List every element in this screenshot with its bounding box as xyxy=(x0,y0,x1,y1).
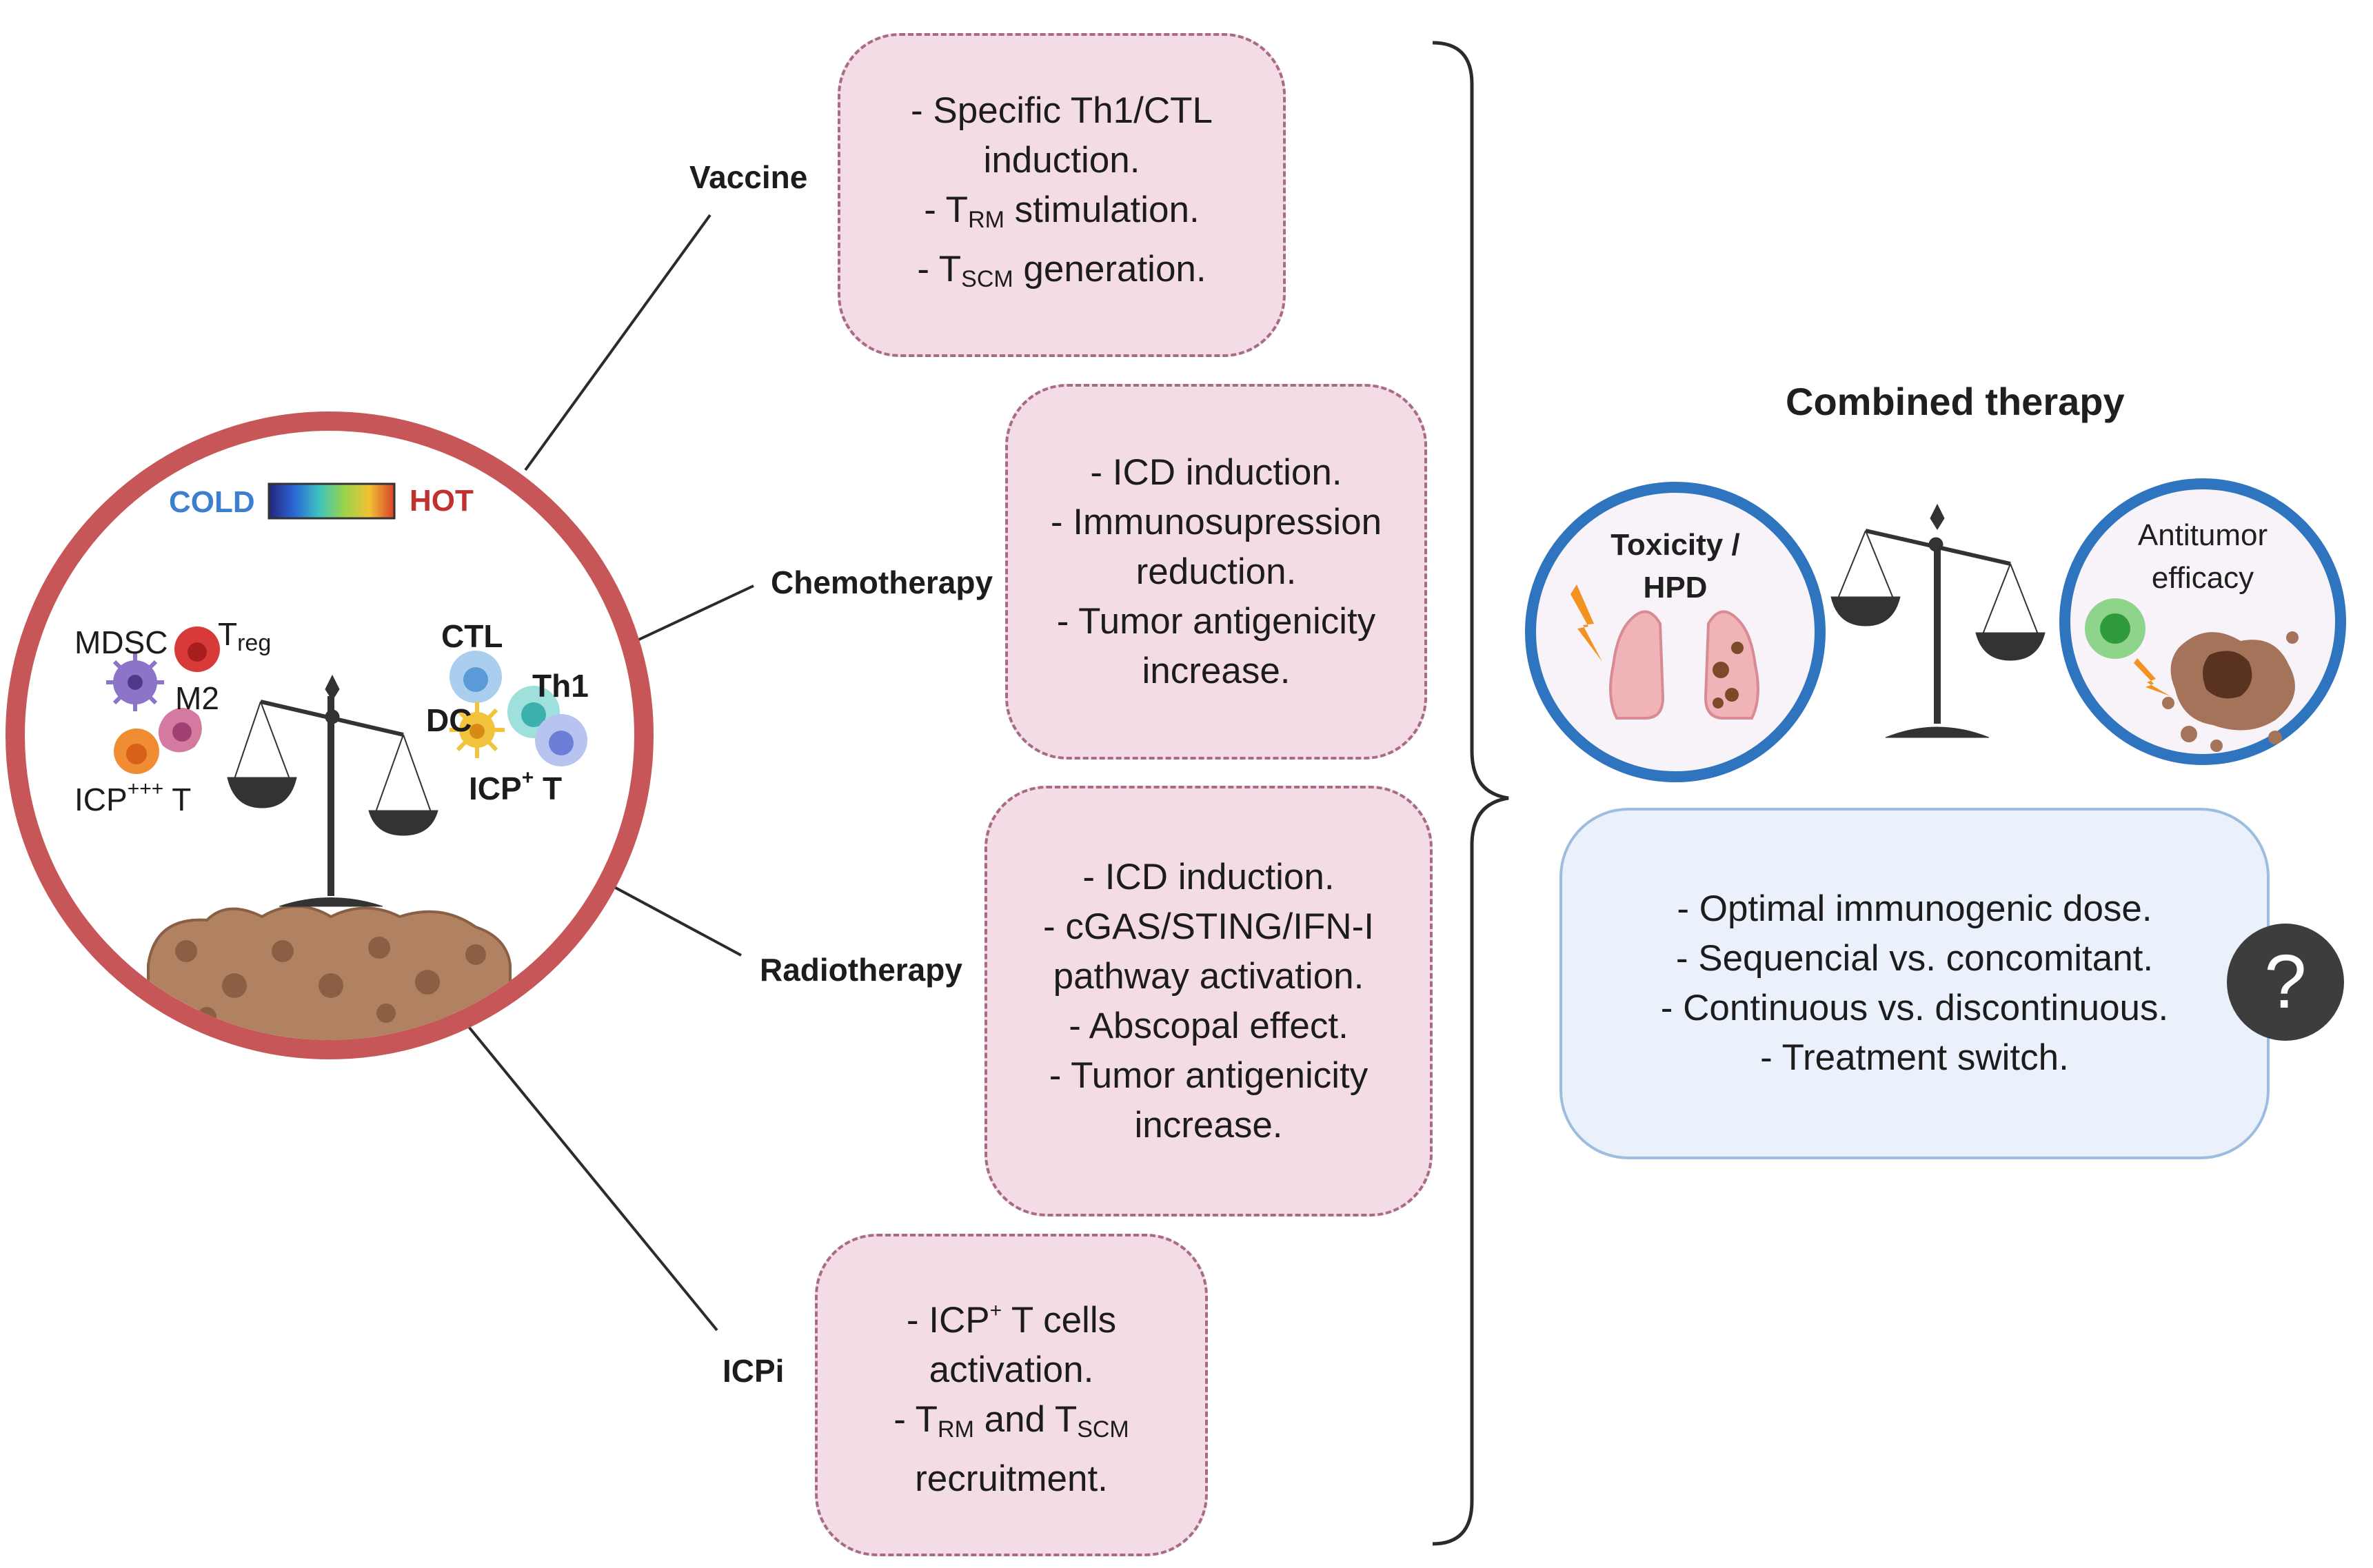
icpi-effect-line: activation. xyxy=(929,1350,1094,1390)
tumor-cell-cluster-icon xyxy=(2162,631,2299,752)
dendritic-cell-icon xyxy=(450,702,505,758)
treg-cell-icon xyxy=(174,627,220,672)
vaccine-tscm-line: - TSCM generation. xyxy=(917,249,1206,292)
mdsc-cell-icon xyxy=(106,653,164,711)
connector-chemotherapy xyxy=(632,584,754,644)
vaccine-effect-line: - Specific Th1/CTL xyxy=(911,90,1213,131)
th1-label: Th1 xyxy=(532,668,589,704)
hot-label: HOT xyxy=(410,484,474,518)
radiotherapy-effect-line: - Abscopal effect. xyxy=(1069,1005,1349,1046)
healthy-lung-icon xyxy=(1609,610,1665,720)
antitumor-efficacy-label: Antitumor efficacy xyxy=(2137,518,2268,595)
therapy-label-chemotherapy: Chemotherapy xyxy=(771,564,993,600)
attack-lightning-icon xyxy=(2134,658,2170,696)
m2-label: M2 xyxy=(175,680,219,716)
icp-high-t-label: ICP+++ T xyxy=(74,777,192,817)
treg-label: Treg xyxy=(218,616,272,656)
dc-label: DC xyxy=(426,702,472,738)
m2-macrophage-icon xyxy=(158,708,202,753)
icp-positive-t-cell-icon xyxy=(535,714,587,766)
toxicity-circle xyxy=(1525,482,1826,782)
tumor-microenvironment-circle xyxy=(6,411,654,1059)
consideration-item: - Treatment switch. xyxy=(1760,1037,2069,1078)
icpi-effects-box: - ICP+ T cells activation. - TRM and TSC… xyxy=(815,1234,1208,1556)
therapy-label-icpi: ICPi xyxy=(723,1353,785,1389)
chemotherapy-effect-line: - ICD induction. xyxy=(1090,451,1342,493)
toxicity-label: Toxicity / HPD xyxy=(1610,528,1740,604)
question-mark-icon: ? xyxy=(2227,924,2344,1041)
radiotherapy-effect-line: - ICD induction. xyxy=(1082,856,1335,897)
t-cell-icon xyxy=(2085,598,2145,659)
connector-icpi xyxy=(467,1026,718,1332)
chemotherapy-effect-line: increase. xyxy=(1142,650,1291,691)
icpi-effect-line: - ICP+ T cells xyxy=(906,1299,1117,1341)
icp-high-t-cell-icon xyxy=(114,729,159,774)
radiotherapy-effect-line: increase. xyxy=(1134,1104,1283,1146)
lightning-icon xyxy=(1571,584,1602,662)
chemotherapy-effects-box: - ICD induction. - Immunosupression redu… xyxy=(1005,384,1427,760)
chemotherapy-effect-line: reduction. xyxy=(1135,551,1297,592)
connector-radiotherapy xyxy=(605,881,742,957)
diseased-lung-icon xyxy=(1704,610,1759,720)
icpi-effect-line: recruitment. xyxy=(915,1458,1108,1499)
connector-vaccine xyxy=(524,214,711,471)
chemotherapy-effect-line: - Immunosupression xyxy=(1050,501,1382,542)
icp-positive-t-label: ICP+ T xyxy=(469,766,563,806)
combined-therapy-considerations-box: - Optimal immunogenic dose. - Sequencial… xyxy=(1559,808,2270,1159)
combined-therapy-title: Combined therapy xyxy=(1786,380,2125,423)
radiotherapy-effects-box: - ICD induction. - cGAS/STING/IFN-I path… xyxy=(984,786,1433,1216)
consideration-item: - Continuous vs. discontinuous. xyxy=(1660,988,2169,1028)
cold-label: COLD xyxy=(169,485,255,519)
radiotherapy-effect-line: pathway activation. xyxy=(1053,955,1364,997)
cold-hot-gradient-bar xyxy=(267,482,396,520)
consideration-item: - Optimal immunogenic dose. xyxy=(1677,888,2152,929)
consideration-item: - Sequencial vs. concomitant. xyxy=(1675,938,2154,979)
icpi-effect-line: - TRM and TSCM xyxy=(893,1399,1129,1443)
radiotherapy-effect-line: - Tumor antigenicity xyxy=(1049,1055,1369,1096)
chemotherapy-effect-line: - Tumor antigenicity xyxy=(1056,600,1376,642)
vaccine-effects-box: - Specific Th1/CTL induction. - TRM stim… xyxy=(838,33,1286,357)
ctl-cell-icon xyxy=(450,651,502,703)
curly-brace xyxy=(1432,41,1509,1546)
therapy-label-vaccine: Vaccine xyxy=(689,159,808,195)
radiotherapy-effect-line: - cGAS/STING/IFN-I xyxy=(1043,906,1374,947)
mdsc-label: MDSC xyxy=(74,624,168,660)
combined-balance-scale-icon xyxy=(1830,503,2046,738)
balance-scale-icon xyxy=(227,674,438,907)
efficacy-circle xyxy=(2059,478,2346,765)
vaccine-effect-line: induction. xyxy=(983,140,1140,181)
ctl-label: CTL xyxy=(441,618,503,654)
therapy-label-radiotherapy: Radiotherapy xyxy=(760,952,962,988)
vaccine-trm-line: - TRM stimulation. xyxy=(924,190,1200,233)
